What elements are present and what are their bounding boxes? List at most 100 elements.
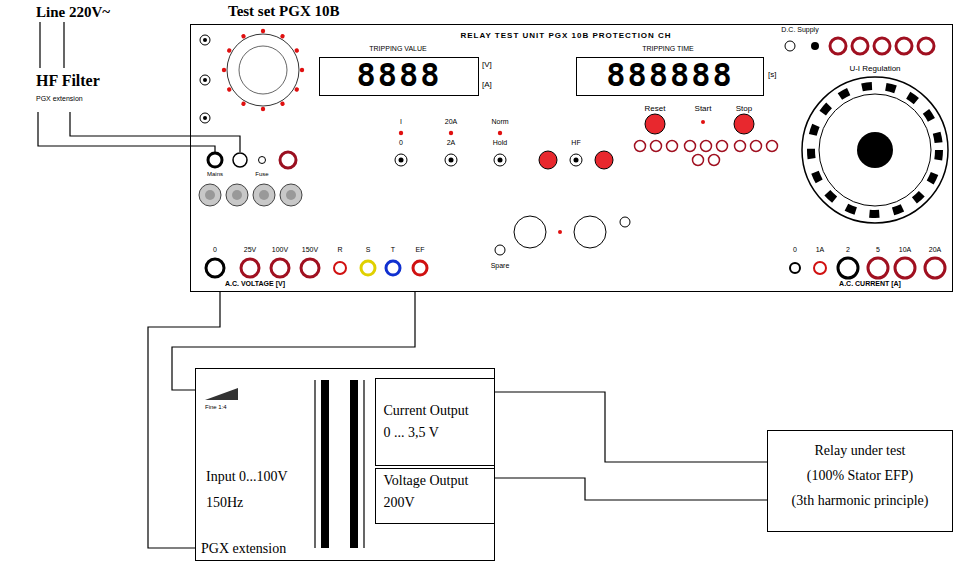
terminal bbox=[361, 261, 375, 275]
jack bbox=[767, 141, 778, 152]
regulator-label: Fine 1:4 bbox=[205, 404, 227, 411]
indicator-led bbox=[449, 131, 453, 135]
switch-label: HF bbox=[571, 139, 580, 147]
toggle-switch bbox=[498, 158, 503, 163]
round-connector bbox=[199, 184, 221, 206]
dc-terminals bbox=[830, 38, 934, 54]
button-label: Reset bbox=[645, 104, 666, 113]
wire-connector bbox=[495, 478, 768, 500]
toggle-switch bbox=[494, 154, 506, 166]
relay-box: Relay under test(100% Stator EFP)(3th ha… bbox=[767, 430, 953, 532]
toggle-switch bbox=[620, 217, 630, 227]
output-name: Voltage Output bbox=[384, 473, 469, 489]
push-button bbox=[734, 114, 754, 134]
switch-label: 2A bbox=[447, 139, 456, 147]
terminal-label: 25V bbox=[244, 246, 256, 254]
dial-dot bbox=[261, 107, 265, 111]
display-caption: TRIPPING VALUE bbox=[369, 45, 426, 53]
terminal-label: EF bbox=[416, 246, 425, 254]
switch-label: Hold bbox=[493, 139, 507, 147]
panel-title: RELAY TEST UNIT PGX 10B PROTECTION CH bbox=[460, 31, 671, 40]
terminal-label: 20A bbox=[929, 246, 941, 254]
wire-connector bbox=[172, 292, 415, 390]
terminal bbox=[895, 258, 915, 278]
toggle-switch bbox=[399, 158, 404, 163]
output-name: Current Output bbox=[384, 403, 469, 419]
panel-label: A.C. VOLTAGE [V] bbox=[225, 280, 285, 288]
panel-label: D.C. Supply bbox=[781, 26, 818, 34]
fuse-holder bbox=[259, 157, 266, 164]
round-connector bbox=[205, 190, 215, 200]
jack bbox=[701, 141, 712, 152]
terminal bbox=[271, 259, 289, 277]
jack bbox=[735, 141, 746, 152]
input-rating: Input 0...100V bbox=[206, 469, 288, 485]
toggle-switch bbox=[570, 154, 582, 166]
toggle-switch bbox=[200, 35, 210, 45]
toggle-switch bbox=[395, 154, 407, 166]
terminal bbox=[301, 259, 319, 277]
jack bbox=[667, 141, 678, 152]
unit-name: PGX extension bbox=[201, 541, 286, 557]
dial-dots bbox=[222, 29, 304, 111]
dial-dot bbox=[279, 101, 285, 107]
filter-note: PGX extension bbox=[36, 95, 83, 103]
panel-heading: Test set PGX 10B bbox=[228, 3, 340, 20]
terminal bbox=[925, 258, 945, 278]
terminal-label: 1A bbox=[816, 246, 825, 254]
switch-label: 0 bbox=[399, 139, 403, 147]
mains-wire bbox=[38, 112, 215, 152]
filter-label: HF Filter bbox=[36, 72, 100, 90]
terminal bbox=[918, 38, 934, 54]
terminal bbox=[868, 258, 888, 278]
toggle-switch bbox=[203, 116, 207, 120]
input-frequency: 150Hz bbox=[206, 495, 243, 511]
dial-dot bbox=[261, 29, 265, 33]
display-digits: 888888 bbox=[606, 58, 734, 93]
unit-label: [A] bbox=[482, 80, 492, 89]
mains-wire bbox=[70, 112, 240, 152]
terminal-label: S bbox=[366, 246, 371, 254]
transformer-winding bbox=[314, 380, 315, 548]
mode-dial bbox=[227, 34, 299, 106]
dial-dot bbox=[300, 68, 304, 72]
terminal-label: 0 bbox=[213, 246, 217, 254]
terminal bbox=[852, 38, 868, 54]
round-connector bbox=[286, 190, 296, 200]
regulator-symbol bbox=[205, 388, 238, 400]
indicator-led bbox=[399, 131, 403, 135]
adjust-knob bbox=[514, 216, 546, 248]
toggle-switch bbox=[785, 41, 795, 51]
terminal bbox=[386, 261, 400, 275]
terminal bbox=[838, 258, 858, 278]
transformer-core bbox=[321, 380, 329, 548]
unit-label: [V] bbox=[482, 60, 492, 69]
socket-label: Mains bbox=[207, 171, 223, 178]
terminal bbox=[413, 261, 427, 275]
button-label: Stop bbox=[736, 104, 752, 113]
toggle-switch bbox=[445, 154, 457, 166]
toggle-switch bbox=[200, 75, 210, 85]
terminal-label: 10A bbox=[899, 246, 911, 254]
mains-wire bbox=[40, 22, 64, 68]
regulation-knob bbox=[802, 77, 948, 223]
dial-dot bbox=[222, 68, 226, 72]
jack bbox=[635, 141, 646, 152]
terminal-label: R bbox=[337, 246, 342, 254]
jack bbox=[651, 141, 662, 152]
terminal-label: 150V bbox=[302, 246, 318, 254]
regulation-knob bbox=[819, 94, 931, 206]
adjust-knob bbox=[574, 216, 606, 248]
terminal bbox=[790, 263, 800, 273]
terminal-label: 2 bbox=[846, 246, 850, 254]
jack-row bbox=[635, 141, 778, 166]
toggle-switch bbox=[574, 158, 579, 163]
switch-label: 20A bbox=[445, 118, 457, 126]
push-button bbox=[595, 151, 613, 169]
toggle-switch bbox=[449, 158, 454, 163]
dial-dot bbox=[294, 47, 300, 53]
terminal bbox=[811, 42, 819, 50]
terminal bbox=[896, 38, 912, 54]
